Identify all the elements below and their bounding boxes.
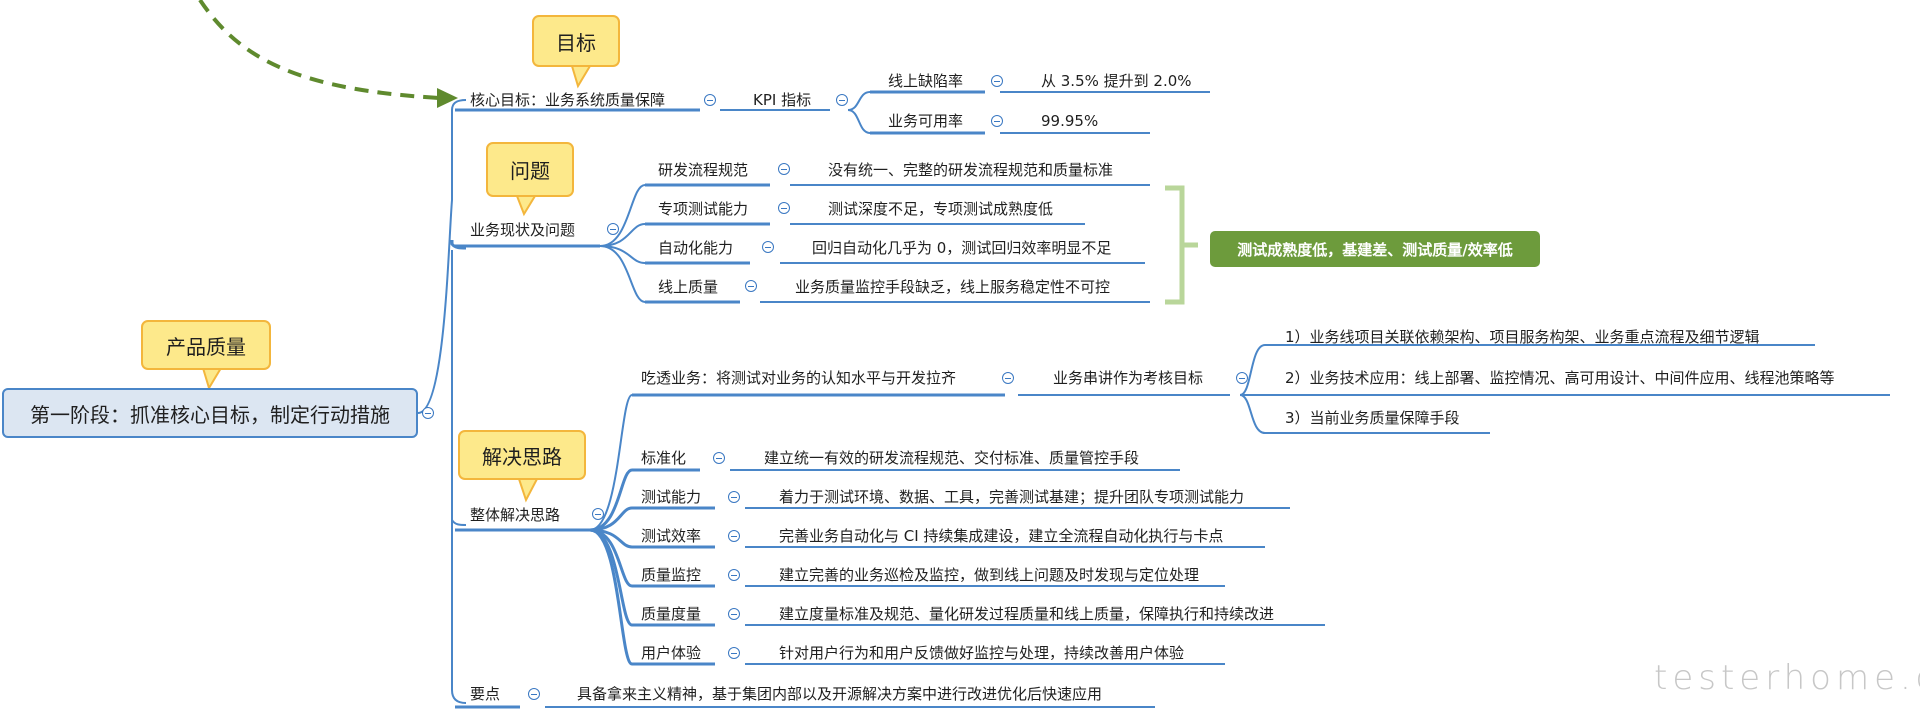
solution-item-detail[interactable]: 完善业务自动化与 CI 持续集成建设，建立全流程自动化执行与卡点 [779,527,1224,545]
key-points-detail[interactable]: 具备拿来主义精神，基于集团内部以及开源解决方案中进行改进优化后快速应用 [577,685,1103,703]
collapse-icon[interactable] [762,241,774,253]
status-item-label[interactable]: 专项测试能力 [658,200,749,218]
collapse-icon[interactable] [991,115,1003,127]
collapse-icon[interactable] [728,491,740,503]
root-topic[interactable]: 第一阶段：抓准核心目标，制定行动措施 [2,388,418,438]
topic-know-business[interactable]: 吃透业务：将测试对业务的认知水平与开发拉齐 [641,369,957,387]
solution-item-label[interactable]: 质量监控 [641,566,702,584]
topic-business-talk[interactable]: 业务串讲作为考核目标 [1053,369,1204,387]
status-item-detail[interactable]: 回归自动化几乎为 0，测试回归效率明显不足 [812,239,1112,257]
summary-bracket [1165,185,1198,305]
collapse-icon[interactable] [728,647,740,659]
note-label: 问题 [510,159,550,183]
solution-item-label[interactable]: 用户体验 [641,644,702,662]
availability-value[interactable]: 99.95% [1041,112,1099,130]
collapse-icon[interactable] [422,407,434,419]
collapse-icon[interactable] [728,608,740,620]
watermark: testerhome.com [1654,658,1920,698]
collapse-icon[interactable] [778,163,790,175]
collapse-icon[interactable] [713,452,725,464]
status-item-detail[interactable]: 业务质量监控手段缺乏，线上服务稳定性不可控 [795,278,1111,296]
note-label: 产品质量 [166,334,246,359]
collapse-icon[interactable] [745,280,757,292]
status-item-label[interactable]: 线上质量 [658,278,719,296]
point-item[interactable]: 1）业务线项目关联依赖架构、项目服务构架、业务重点流程及细节逻辑 [1285,328,1760,346]
collapse-icon[interactable] [528,688,540,700]
point-item[interactable]: 3）当前业务质量保障手段 [1285,409,1460,427]
solution-item-label[interactable]: 标准化 [641,449,687,467]
dashed-arrow [198,0,441,100]
topic-defect-rate[interactable]: 线上缺陷率 [888,72,964,90]
note-label: 解决思路 [482,444,562,469]
collapse-icon[interactable] [836,94,848,106]
topic-availability[interactable]: 业务可用率 [888,112,964,130]
solution-item-detail[interactable]: 建立度量标准及规范、量化研发过程质量和线上质量，保障执行和持续改进 [779,605,1275,623]
note-goal[interactable]: 目标 [532,15,620,67]
defect-rate-value[interactable]: 从 3.5% 提升到 2.0% [1041,72,1192,90]
status-item-label[interactable]: 研发流程规范 [658,161,749,179]
topic-status[interactable]: 业务现状及问题 [470,221,576,239]
note-label: 目标 [556,30,596,55]
collapse-icon[interactable] [1236,372,1248,384]
solution-item-detail[interactable]: 着力于测试环境、数据、工具，完善测试基建；提升团队专项测试能力 [779,488,1245,506]
solution-item-detail[interactable]: 建立完善的业务巡检及监控，做到线上问题及时发现与定位处理 [779,566,1200,584]
status-item-detail[interactable]: 没有统一、完整的研发流程规范和质量标准 [828,161,1114,179]
collapse-icon[interactable] [607,223,619,235]
solution-item-label[interactable]: 测试效率 [641,527,702,545]
topic-overall[interactable]: 整体解决思路 [470,506,561,524]
note-product-quality[interactable]: 产品质量 [141,320,271,370]
collapse-icon[interactable] [728,569,740,581]
collapse-icon[interactable] [1002,372,1014,384]
status-item-detail[interactable]: 测试深度不足，专项测试成熟度低 [828,200,1054,218]
collapse-icon[interactable] [991,75,1003,87]
collapse-icon[interactable] [704,94,716,106]
topic-kpi[interactable]: KPI 指标 [753,91,812,109]
collapse-icon[interactable] [778,202,790,214]
status-item-label[interactable]: 自动化能力 [658,239,734,257]
root-label: 第一阶段：抓准核心目标，制定行动措施 [30,402,390,427]
point-item[interactable]: 2）业务技术应用：线上部署、监控情况、高可用设计、中间件应用、线程池策略等 [1285,369,1835,387]
arrow-head [437,88,458,108]
topic-core-goal[interactable]: 核心目标：业务系统质量保障 [470,91,666,109]
collapse-icon[interactable] [592,508,604,520]
solution-item-detail[interactable]: 针对用户行为和用户反馈做好监控与处理，持续改善用户体验 [779,644,1185,662]
note-solution[interactable]: 解决思路 [458,430,586,480]
collapse-icon[interactable] [728,530,740,542]
solution-item-detail[interactable]: 建立统一有效的研发流程规范、交付标准、质量管控手段 [764,449,1140,467]
solution-item-label[interactable]: 测试能力 [641,488,702,506]
solution-item-label[interactable]: 质量度量 [641,605,702,623]
note-problem[interactable]: 问题 [486,142,574,197]
summary-badge[interactable]: 测试成熟度低，基建差、测试质量/效率低 [1210,231,1540,267]
topic-key-points[interactable]: 要点 [470,685,501,703]
